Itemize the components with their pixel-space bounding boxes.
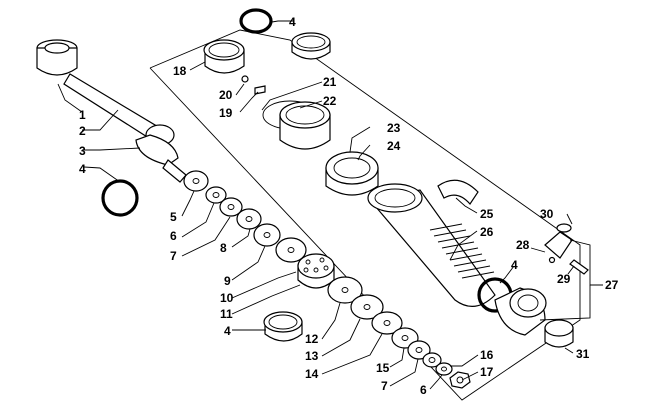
callout-26: 26 [480, 225, 494, 239]
callout-labels: 1 2 3 4 4 4 4 5 6 6 7 7 8 9 10 11 12 13 … [79, 15, 619, 397]
callout-20: 20 [219, 88, 233, 102]
callout-28: 28 [516, 238, 530, 252]
callout-15: 15 [376, 361, 390, 375]
bumper [437, 179, 479, 205]
callout-23: 23 [387, 121, 401, 135]
callout-4-ring: 4 [224, 324, 231, 338]
callout-31: 31 [576, 347, 590, 361]
valve-assembly [544, 223, 589, 275]
callout-1: 1 [79, 108, 86, 122]
callout-8: 8 [220, 241, 227, 255]
o-ring-left [101, 179, 139, 217]
shaft-assembly [36, 39, 187, 217]
callout-7: 7 [170, 249, 177, 263]
callout-17: 17 [480, 365, 494, 379]
cap-assembly [203, 8, 331, 95]
callout-4-top: 4 [289, 15, 296, 29]
callout-5: 5 [170, 210, 177, 224]
callout-6-lower: 6 [420, 383, 427, 397]
callout-16: 16 [480, 348, 494, 362]
callout-6: 6 [170, 229, 177, 243]
piston-ring [263, 311, 303, 342]
piston [297, 253, 335, 289]
callout-18: 18 [173, 64, 187, 78]
callout-21: 21 [323, 75, 337, 89]
callout-12: 12 [305, 332, 319, 346]
washer-stack-lower [327, 276, 471, 389]
panel-outline [149, 29, 581, 401]
callout-4-left: 4 [79, 162, 86, 176]
callout-27: 27 [605, 278, 619, 292]
callout-4-eye: 4 [511, 258, 518, 272]
callout-24: 24 [387, 139, 401, 153]
callout-11: 11 [220, 307, 233, 321]
callout-19: 19 [219, 106, 233, 120]
callout-29: 29 [557, 272, 571, 286]
callout-25: 25 [480, 207, 494, 221]
callout-7-lower: 7 [381, 379, 388, 393]
washer-stack-left [183, 170, 307, 263]
bearing-set [262, 100, 331, 150]
callout-13: 13 [305, 349, 319, 363]
callout-9: 9 [224, 274, 231, 288]
callout-30: 30 [540, 207, 554, 221]
adjuster-ring [325, 151, 379, 196]
leader-lines [57, 20, 603, 390]
callout-3: 3 [79, 144, 86, 158]
callout-2: 2 [79, 124, 86, 138]
lower-eye [477, 277, 574, 348]
shock-body [367, 183, 496, 307]
callout-22: 22 [323, 94, 337, 108]
callout-10: 10 [220, 291, 234, 305]
callout-14: 14 [305, 367, 319, 381]
